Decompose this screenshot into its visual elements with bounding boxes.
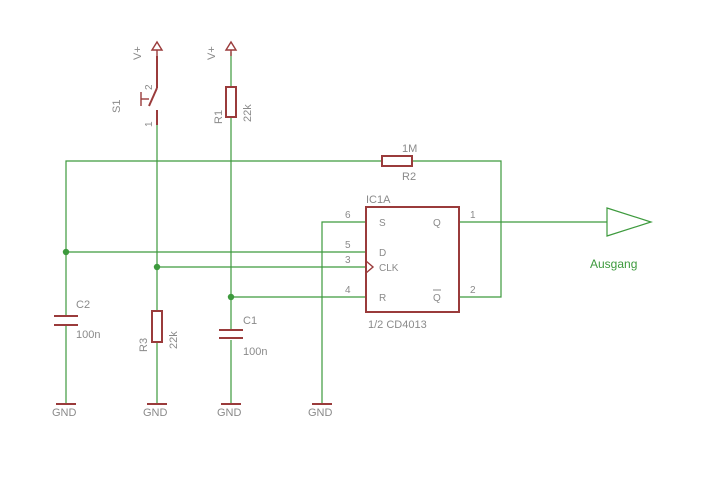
pin-number-qbar: 2: [470, 285, 476, 296]
r2-name: R2: [402, 171, 416, 183]
junction-d: [62, 248, 70, 256]
pin-name-qbar: Q: [433, 293, 441, 304]
c1-name: C1: [243, 315, 257, 327]
pin-number-r: 4: [345, 285, 351, 296]
ground-3: GND: [217, 403, 242, 419]
c2-value: 100n: [76, 329, 100, 341]
ground-label-1: GND: [52, 407, 77, 419]
ic-part: 1/2 CD4013: [368, 319, 427, 331]
ic-cd4013: IC1A 1/2 CD4013 S D CLK R Q Q 6 5 3 4 1 …: [345, 194, 476, 331]
ground-label-4: GND: [308, 407, 333, 419]
switch-name: S1: [111, 100, 123, 113]
r1-value: 22k: [242, 104, 254, 122]
resistor-r3: R3 22k: [138, 310, 180, 352]
junction-clk: [153, 263, 161, 271]
ic-name: IC1A: [366, 194, 391, 206]
resistor-r1: R1 22k: [213, 86, 254, 124]
ground-label-3: GND: [217, 407, 242, 419]
wire-feedback-right: [412, 160, 502, 298]
wire-feedback-left: [65, 160, 382, 254]
power-vplus-2: V+: [206, 40, 238, 60]
power-vplus-1: V+: [132, 40, 164, 60]
switch-pin-bottom: 1: [144, 121, 155, 127]
r1-name: R1: [213, 110, 225, 124]
r3-name: R3: [138, 338, 150, 352]
resistor-r2: 1M R2: [381, 143, 417, 183]
r2-value: 1M: [402, 143, 417, 155]
pin-number-s: 6: [345, 210, 351, 221]
c2-name: C2: [76, 299, 90, 311]
output-label: Ausgang: [590, 257, 637, 271]
pin-name-s: S: [379, 218, 386, 229]
vplus-label-1: V+: [132, 46, 144, 60]
pin-number-q: 1: [470, 210, 476, 221]
switch-s1: 2 1 S1: [111, 56, 158, 127]
pin-number-d: 5: [345, 240, 351, 251]
output-port-arrow: [606, 207, 653, 237]
ground-2: GND: [143, 403, 168, 419]
ground-1: GND: [52, 403, 77, 419]
wire-s-input: [321, 221, 366, 404]
pin-name-d: D: [379, 248, 386, 259]
junction-r: [227, 293, 235, 301]
pin-name-r: R: [379, 293, 386, 304]
switch-pin-top: 2: [144, 84, 155, 90]
wires: [62, 52, 653, 404]
pin-name-q: Q: [433, 218, 441, 229]
vplus-label-2: V+: [206, 46, 218, 60]
capacitor-c1: C1 100n: [219, 315, 267, 358]
pin-name-clk: CLK: [379, 263, 399, 274]
c1-value: 100n: [243, 346, 267, 358]
r3-value: 22k: [168, 331, 180, 349]
ground-4: GND: [308, 403, 333, 419]
capacitor-c2: C2 100n: [54, 299, 100, 341]
pin-number-clk: 3: [345, 255, 351, 266]
ground-label-2: GND: [143, 407, 168, 419]
